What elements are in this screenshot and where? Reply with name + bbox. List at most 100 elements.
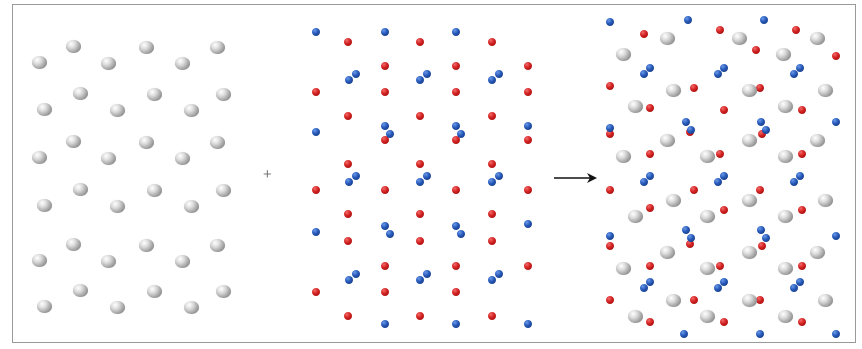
red-atom (312, 88, 320, 96)
red-atom (381, 288, 389, 296)
metal-atom (147, 285, 162, 298)
red-atom (452, 88, 460, 96)
blue-atom (682, 118, 690, 126)
blue-atom (386, 130, 394, 138)
red-atom (720, 106, 728, 114)
red-atom (606, 242, 614, 250)
blue-atom (606, 18, 614, 26)
metal-atom (700, 210, 715, 223)
metal-atom (666, 294, 681, 307)
red-atom (344, 312, 352, 320)
red-atom (758, 242, 766, 250)
blue-atom (756, 330, 764, 338)
red-atom (716, 150, 724, 158)
metal-atom (810, 134, 825, 147)
metal-atom (32, 56, 47, 69)
metal-atom (628, 310, 643, 323)
metal-atom (37, 103, 52, 116)
blue-atom (760, 16, 768, 24)
blue-atom (488, 276, 496, 284)
metal-atom (110, 104, 125, 117)
metal-atom (628, 210, 643, 223)
metal-atom (616, 262, 631, 275)
blue-atom (495, 270, 503, 278)
blue-atom (423, 70, 431, 78)
blue-atom (762, 234, 770, 242)
red-atom (488, 160, 496, 168)
red-atom (524, 136, 532, 144)
metal-atom (184, 104, 199, 117)
metal-atom (32, 254, 47, 267)
red-atom (716, 262, 724, 270)
blue-atom (452, 222, 460, 230)
blue-atom (352, 172, 360, 180)
red-atom (798, 106, 806, 114)
red-atom (690, 84, 698, 92)
red-atom (758, 130, 766, 138)
blue-atom (312, 128, 320, 136)
red-atom (646, 204, 654, 212)
metal-atom (139, 41, 154, 54)
blue-atom (381, 222, 389, 230)
blue-atom (720, 278, 728, 286)
red-atom (524, 88, 532, 96)
red-atom (312, 288, 320, 296)
metal-atom (101, 255, 116, 268)
metal-atom (778, 100, 793, 113)
metal-atom (210, 136, 225, 149)
blue-atom (714, 178, 722, 186)
metal-atom (147, 184, 162, 197)
red-atom (452, 136, 460, 144)
blue-atom (452, 28, 460, 36)
blue-atom (640, 284, 648, 292)
red-atom (606, 82, 614, 90)
blue-atom (495, 70, 503, 78)
red-atom (416, 112, 424, 120)
blue-atom (606, 124, 614, 132)
red-atom (756, 84, 764, 92)
metal-atom (216, 285, 231, 298)
metal-atom (818, 294, 833, 307)
blue-atom (457, 230, 465, 238)
red-atom (488, 38, 496, 46)
blue-atom (832, 118, 840, 126)
blue-atom (796, 172, 804, 180)
metal-atom (818, 84, 833, 97)
metal-atom (184, 301, 199, 314)
blue-atom (720, 172, 728, 180)
red-atom (452, 186, 460, 194)
red-atom (792, 26, 800, 34)
red-atom (720, 206, 728, 214)
metal-atom (37, 199, 52, 212)
red-atom (452, 262, 460, 270)
metal-atom (216, 88, 231, 101)
metal-atom (666, 194, 681, 207)
metal-atom (666, 84, 681, 97)
blue-atom (416, 276, 424, 284)
red-atom (646, 150, 654, 158)
blue-atom (312, 228, 320, 236)
metal-atom (66, 135, 81, 148)
blue-atom (452, 320, 460, 328)
red-atom (381, 88, 389, 96)
blue-atom (386, 230, 394, 238)
metal-atom (818, 194, 833, 207)
blue-atom (682, 226, 690, 234)
metal-atom (660, 32, 675, 45)
metal-atom (742, 294, 757, 307)
metal-atom (73, 284, 88, 297)
metal-atom (147, 88, 162, 101)
blue-atom (416, 178, 424, 186)
red-atom (798, 318, 806, 326)
blue-atom (646, 278, 654, 286)
red-atom (381, 262, 389, 270)
blue-atom (757, 118, 765, 126)
red-atom (488, 237, 496, 245)
blue-atom (680, 330, 688, 338)
blue-atom (423, 172, 431, 180)
red-atom (640, 30, 648, 38)
blue-atom (832, 232, 840, 240)
blue-atom (381, 28, 389, 36)
red-atom (646, 104, 654, 112)
red-atom (524, 262, 532, 270)
